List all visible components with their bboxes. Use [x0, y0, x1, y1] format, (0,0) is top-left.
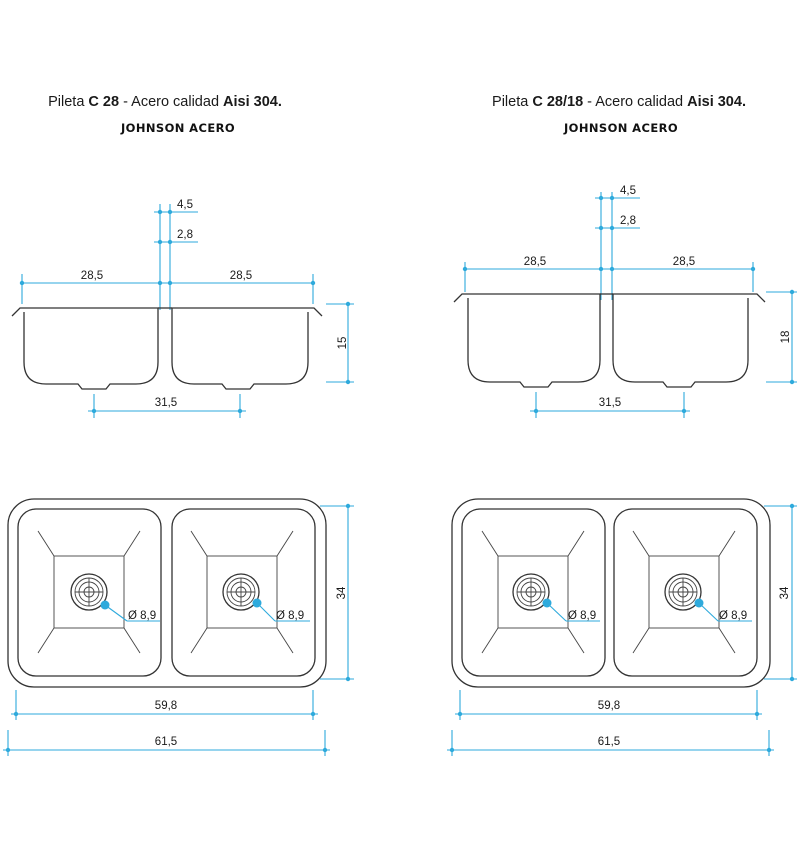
plan-depth-label: 34 — [779, 586, 791, 599]
gap-outer-label: 4,5 — [620, 185, 636, 197]
depth-dimension: 18 — [766, 289, 797, 385]
depth-label: 18 — [780, 331, 792, 344]
drain-spacing-dimension: 31,5 — [530, 392, 690, 418]
left-width-label: 28,5 — [524, 256, 546, 268]
right-width-label: 28,5 — [230, 270, 252, 282]
top-gap-dimension: 4,5 2,8 — [154, 199, 198, 310]
diagram-title: Pileta C 28/18 - Acero calidad Aisi 304. — [492, 94, 746, 110]
plan-depth-dimension: 34 — [764, 503, 797, 682]
drain-diameter-label: Ø 8,9 — [568, 610, 596, 622]
left-width-label: 28,5 — [81, 270, 103, 282]
length-dimension: 59,8 61,5 — [447, 690, 774, 756]
outer-length-label: 61,5 — [155, 736, 177, 748]
drain-diameter-label: Ø 8,9 — [276, 610, 304, 622]
diagram-c28-18: Pileta C 28/18 - Acero calidad Aisi 304.… — [447, 94, 797, 756]
brand-label: JOHNSON ACERO — [120, 121, 235, 135]
drain-icon — [70, 573, 108, 611]
length-dimension: 59,8 61,5 — [3, 690, 330, 756]
gap-inner-label: 2,8 — [620, 215, 636, 227]
diagram-title: Pileta C 28 - Acero calidad Aisi 304. — [48, 94, 282, 110]
drain-icon — [664, 573, 702, 611]
sink-plan-view: Ø 8,9 Ø 8,9 — [7, 498, 327, 688]
right-width-label: 28,5 — [673, 256, 695, 268]
gap-inner-label: 2,8 — [177, 229, 193, 241]
sink-plan-view: Ø 8,9 Ø 8,9 — [451, 498, 771, 688]
brand-label: JOHNSON ACERO — [563, 121, 678, 135]
depth-label: 15 — [337, 337, 349, 350]
bowl-width-dimension: 28,5 28,5 — [19, 270, 316, 304]
drain-spacing-dimension: 31,5 — [88, 394, 246, 418]
sink-section-view — [11, 307, 323, 390]
plan-depth-dimension: 34 — [320, 503, 354, 682]
drain-diameter-label: Ø 8,9 — [128, 610, 156, 622]
sink-section-view — [453, 293, 766, 388]
plan-depth-label: 34 — [336, 586, 348, 599]
drain-spacing-label: 31,5 — [599, 397, 621, 409]
drain-icon — [512, 573, 550, 611]
top-gap-dimension: 4,5 2,8 — [595, 185, 640, 300]
inner-length-label: 59,8 — [155, 700, 177, 712]
inner-length-label: 59,8 — [598, 700, 620, 712]
gap-outer-label: 4,5 — [177, 199, 193, 211]
depth-dimension: 15 — [326, 301, 354, 385]
diagram-c28: Pileta C 28 - Acero calidad Aisi 304. JO… — [3, 94, 354, 756]
drain-icon — [222, 573, 260, 611]
bowl-width-dimension: 28,5 28,5 — [462, 256, 756, 292]
outer-length-label: 61,5 — [598, 736, 620, 748]
drain-spacing-label: 31,5 — [155, 397, 177, 409]
drain-diameter-label: Ø 8,9 — [719, 610, 747, 622]
